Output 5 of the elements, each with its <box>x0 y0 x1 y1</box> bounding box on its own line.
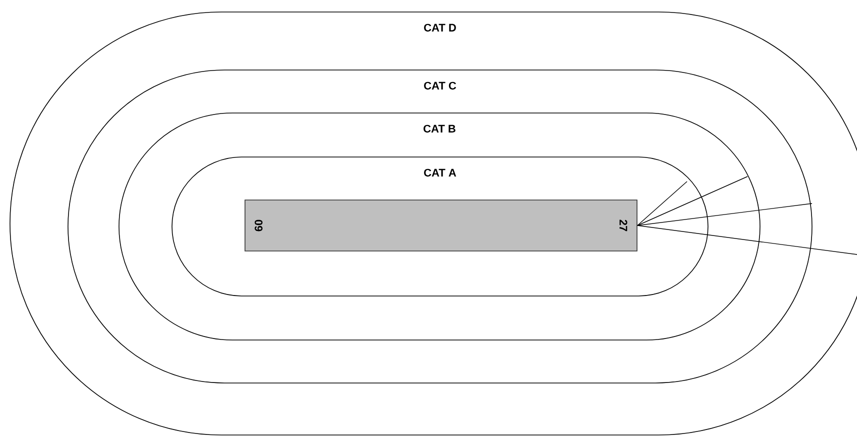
radial-line <box>637 176 748 226</box>
radial-line <box>637 181 688 226</box>
radial-line <box>637 203 812 226</box>
runway-box: 60 27 <box>244 200 638 252</box>
radial-line <box>637 225 857 255</box>
